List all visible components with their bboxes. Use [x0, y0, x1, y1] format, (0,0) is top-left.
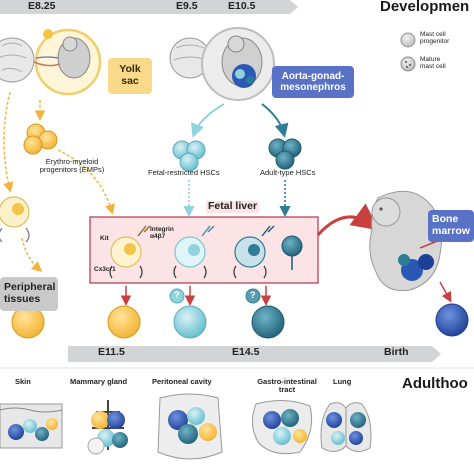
skin-tissue-icon: [0, 403, 63, 449]
legend-progenitor-line2: progenitor: [420, 38, 450, 46]
timeline-bottom-stage-1: E11.5: [98, 346, 125, 358]
gastrointestinal-tract-icon: [252, 400, 313, 455]
arrow-macrophage-to-tissue: [21, 237, 43, 272]
legend-mature-label: Mature mast cell: [420, 56, 446, 71]
arrow-agm-to-fetal-hsc: [190, 103, 225, 138]
kit-receptor-label: Kit: [100, 235, 109, 242]
emp-mature-cell: [107, 305, 141, 339]
tissue-label-gi-line2: tract: [278, 385, 296, 395]
timeline-top-stage-1: E8.25: [28, 0, 56, 12]
legend-progenitor-label: Mast cell progenitor: [420, 31, 449, 46]
legend-mature-line1: Mature: [420, 56, 441, 63]
yolk-sac-label-line2: sac: [121, 75, 139, 87]
emp-label-line1: Erythro-myeloid: [45, 157, 99, 166]
tissue-label-gi-line1: Gastro-intestinal: [257, 377, 317, 386]
agm-embryo: [169, 27, 275, 101]
timeline-bottom-stage-3: Birth: [384, 346, 409, 358]
yolk-sac-label-line1: Yolk: [119, 63, 141, 76]
bone-marrow-mature-cell: [435, 303, 469, 337]
agm-label: Aorta-gonad- mesonephros: [272, 66, 354, 98]
tissue-label-gastrointestinal: Gastro-intestinal tract: [254, 377, 320, 395]
fetal-restricted-hsc-label: Fetal-restricted HSCs: [148, 168, 220, 177]
emp-label-line2: progenitors (EMPs): [39, 165, 105, 175]
integrin-receptor-label: Integrin α4β7: [150, 226, 174, 241]
yolk-sac-label: Yolk sac: [108, 58, 152, 94]
fetal-liver-light-hsc-cell: [173, 225, 215, 279]
arrow-agm-to-adult-hsc: [261, 103, 289, 138]
cx3cr1-receptor-label: Cx3cr1: [94, 266, 116, 273]
adult-type-hsc-label: Adult-type HSCs: [260, 168, 316, 177]
question-bubble-light: [169, 288, 185, 304]
question-bubble-teal: [245, 288, 261, 304]
development-title: Developmen: [380, 0, 470, 15]
bone-marrow-label-line1: Bone: [432, 213, 459, 226]
fetal-liver-label: Fetal liver: [206, 200, 260, 213]
legend-mature-icon: [400, 56, 416, 72]
fetal-liver-adult-hsc-cell: [281, 235, 303, 270]
emp-cluster: [23, 123, 58, 155]
mammary-gland-icon: [87, 400, 128, 455]
timeline-top-stage-3: E10.5: [228, 0, 256, 12]
legend-progenitor-line1: Mast cell: [420, 31, 446, 38]
integrin-label-line2: α4β7: [150, 233, 166, 241]
peripheral-label-line1: Peripheral: [4, 281, 56, 294]
agm-label-line1: Aorta-gonad-: [281, 70, 345, 82]
timeline-top-stage-2: E9.5: [176, 0, 198, 12]
adult-hsc-mature-cell: [251, 305, 285, 339]
newborn-pup: [369, 190, 443, 292]
fetal-restricted-hsc-cluster: [172, 140, 206, 172]
arrow-liver-to-bone-marrow: [316, 203, 380, 237]
bone-marrow-label-line2: marrow: [432, 225, 470, 237]
fetal-hsc-mature-cell: [173, 305, 207, 339]
mature-cell-row: [11, 303, 469, 339]
adult-type-hsc-cluster: [268, 138, 302, 170]
fetal-liver-teal-hsc-cell: [233, 225, 275, 279]
arrow-emp-to-fetal-liver: [57, 149, 115, 215]
legend-mature-line2: mast cell: [420, 63, 446, 71]
lung-icon: [320, 402, 372, 452]
peripheral-label-line2: tissues: [4, 293, 41, 305]
adulthood-title: Adulthoo: [402, 375, 468, 392]
top-timeline-bar: [0, 0, 298, 14]
yolk-sac-embryo: [0, 28, 102, 96]
tissue-label-peritoneal-cavity: Peritoneal cavity: [152, 377, 212, 386]
peripheral-tissues-label: Peripheral tissues: [0, 277, 58, 311]
tissue-label-mammary-gland: Mammary gland: [70, 377, 128, 386]
arrow-yolk-to-macrophage: [3, 91, 14, 193]
bone-marrow-label: Bone marrow: [428, 210, 474, 242]
integrin-label-line1: Integrin: [150, 226, 174, 233]
fetal-liver-emp-cell: [109, 225, 151, 279]
tissue-label-skin: Skin: [15, 377, 31, 386]
timeline-bottom-stage-2: E14.5: [232, 346, 260, 358]
agm-label-line2: mesonephros: [280, 82, 346, 93]
yolk-sac-precursor-cell: [0, 196, 30, 243]
tissue-label-lung: Lung: [333, 377, 352, 386]
peritoneal-cavity-icon: [157, 393, 223, 460]
question-mark-light: ?: [174, 290, 180, 300]
arrow-marrow-to-mature: [439, 281, 452, 303]
emp-label: Erythro-myeloid progenitors (EMPs): [26, 157, 118, 175]
question-mark-teal: ?: [250, 290, 256, 300]
bottom-timeline-bar: [68, 346, 441, 362]
legend-progenitor-icon: [400, 32, 416, 48]
